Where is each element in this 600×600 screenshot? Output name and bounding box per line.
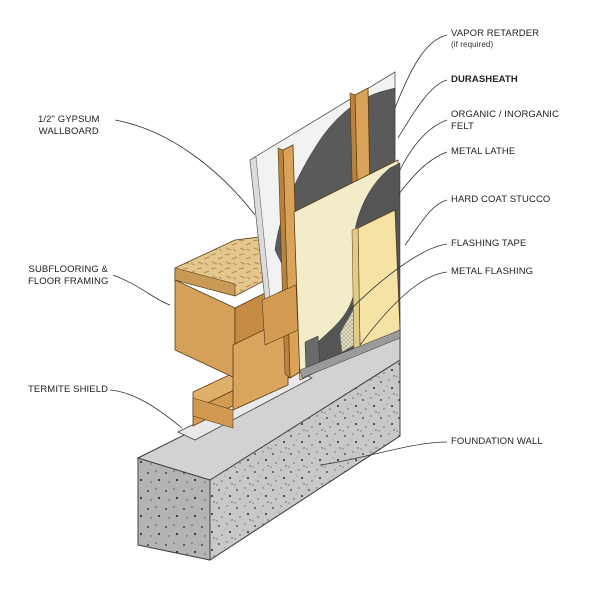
label-hard-coat-stucco: HARD COAT STUCCO bbox=[451, 194, 550, 206]
leader-termite bbox=[109, 389, 183, 429]
label-gypsum: 1/2" GYPSUM WALLBOARD bbox=[38, 114, 100, 138]
label-metal-lathe: METAL LATHE bbox=[451, 146, 515, 158]
label-gypsum-line2: WALLBOARD bbox=[38, 126, 99, 137]
label-metal-flashing: METAL FLASHING bbox=[451, 266, 533, 278]
label-hard-coat-stucco-text: HARD COAT STUCCO bbox=[451, 194, 551, 205]
label-foundation-wall-text: FOUNDATION WALL bbox=[451, 436, 543, 447]
label-organic-felt: ORGANIC / INORGANIC FELT bbox=[451, 109, 559, 133]
label-flashing-tape: FLASHING TAPE bbox=[451, 238, 526, 250]
label-metal-lathe-text: METAL LATHE bbox=[451, 146, 516, 157]
label-gypsum-line1: 1/2" GYPSUM bbox=[38, 114, 100, 125]
leader-flashing-tape bbox=[349, 243, 448, 311]
label-subflooring-line1: SUBFLOORING & bbox=[28, 264, 108, 275]
label-termite-shield-text: TERMITE SHIELD bbox=[28, 384, 109, 395]
label-foundation-wall: FOUNDATION WALL bbox=[451, 436, 543, 448]
label-vapor-retarder-note: (if required) bbox=[451, 40, 494, 49]
label-termite-shield: TERMITE SHIELD bbox=[28, 384, 108, 396]
foundation-wall bbox=[136, 329, 401, 561]
leader-durasheath bbox=[397, 79, 448, 139]
leader-subflooring bbox=[112, 274, 171, 306]
label-subflooring-line2: FLOOR FRAMING bbox=[28, 276, 109, 287]
leader-foundation bbox=[319, 441, 448, 466]
leader-stucco bbox=[404, 199, 448, 246]
leader-lines bbox=[109, 34, 448, 466]
hard-coat-stucco bbox=[351, 209, 401, 352]
label-durasheath: DURASHEATH bbox=[451, 74, 518, 86]
label-durasheath-text: DURASHEATH bbox=[451, 74, 518, 85]
label-vapor-retarder: VAPOR RETARDER (if required) bbox=[451, 28, 539, 50]
leader-metal-flashing bbox=[359, 271, 448, 346]
label-subflooring: SUBFLOORING & FLOOR FRAMING bbox=[28, 264, 108, 288]
label-organic-felt-line2: FELT bbox=[451, 121, 474, 132]
label-vapor-retarder-text: VAPOR RETARDER bbox=[451, 28, 540, 39]
leader-felt bbox=[399, 119, 448, 171]
leader-lathe bbox=[397, 151, 448, 196]
label-metal-flashing-text: METAL FLASHING bbox=[451, 266, 534, 277]
label-flashing-tape-text: FLASHING TAPE bbox=[451, 238, 527, 249]
leader-vapor bbox=[394, 34, 448, 109]
label-organic-felt-line1: ORGANIC / INORGANIC bbox=[451, 109, 559, 120]
leader-gypsum bbox=[114, 119, 256, 216]
metal-flashing bbox=[299, 329, 401, 379]
